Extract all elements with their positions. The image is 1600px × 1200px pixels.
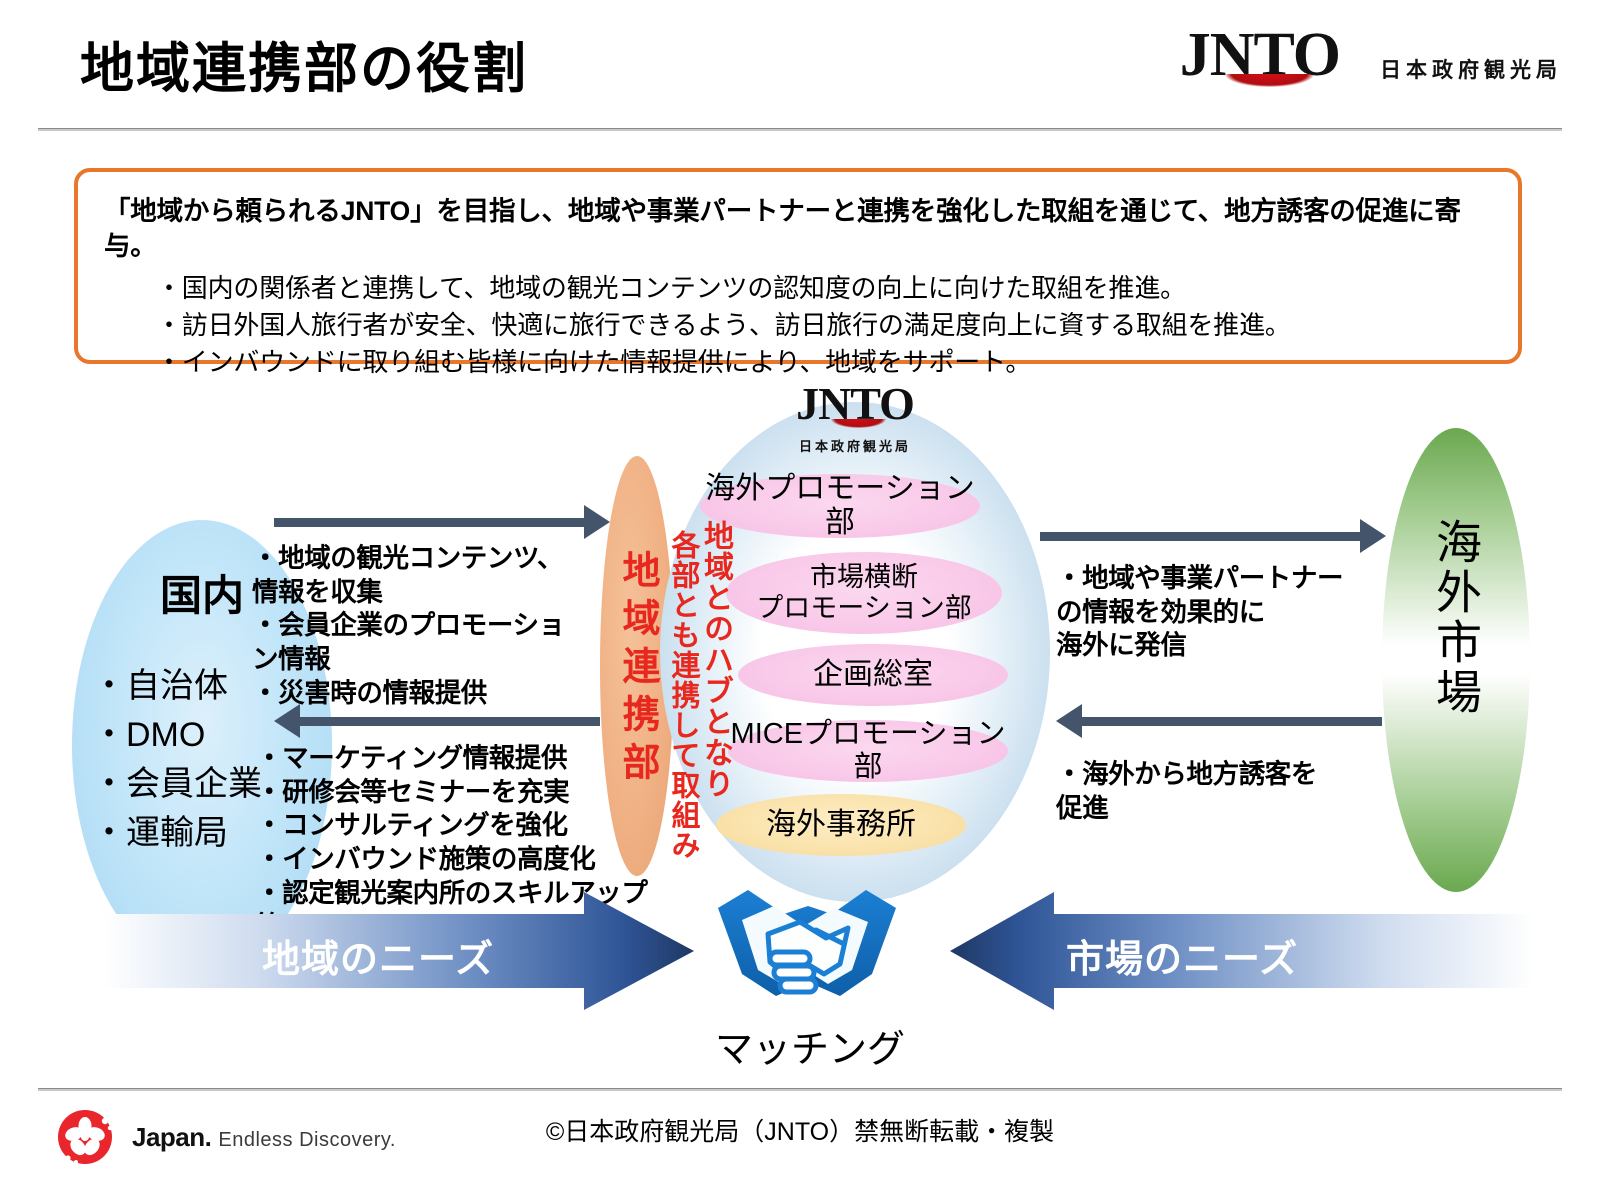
list-item: ・会員企業 — [92, 764, 262, 803]
page-title: 地域連携部の役割 — [80, 39, 528, 99]
list-item: ・DMO — [92, 715, 206, 754]
japan-endless-discovery-text: Japan. Endless Discovery. — [132, 1122, 396, 1153]
department-oval: 海外事務所 — [716, 794, 966, 856]
department-oval: 企画総室 — [738, 644, 1008, 706]
jnto-logo-mark: JNTO — [1180, 24, 1341, 87]
department-oval: MICEプロモーション部 — [728, 718, 1008, 783]
globe-jnto-red-swoosh-icon — [831, 418, 886, 428]
callout-bullet: ・インバウンドに取り組む皆様に向けた情報提供により、地域をサポート。 — [156, 346, 1032, 377]
flow-text-left-top: ・地域の観光コンテンツ、 情報を収集 ・会員企業のプロモーション情報 ・災害時の… — [252, 543, 565, 708]
callout-bullet: ・国内の関係者と連携して、地域の観光コンテンツの認知度の向上に向けた取組を推進。 — [156, 272, 1186, 303]
globe-jnto-logo-mark: JNTO — [796, 381, 915, 428]
footer-divider — [38, 1088, 1562, 1091]
arrow-jnto-to-domestic-line — [300, 717, 600, 726]
globe-jnto-logo: JNTO 日本政府観光局 — [735, 381, 975, 455]
arrow-overseas-to-jnto-line — [1082, 717, 1382, 726]
flow-text-right-top: ・地域や事業パートナー の情報を効果的に 海外に発信 — [1056, 563, 1344, 661]
diagram-area: 国内 ・自治体 ・DMO ・会員企業 ・運輸局 ・地域の観光コンテンツ、 情報を… — [0, 380, 1600, 1080]
brand-name: Japan. — [132, 1121, 212, 1152]
overseas-market-ellipse — [1382, 428, 1530, 892]
regional-needs-label: 地域のニーズ — [262, 939, 495, 981]
matching-label: マッチング — [714, 1029, 905, 1071]
domestic-ellipse — [72, 520, 332, 970]
market-needs-label: 市場のニーズ — [1066, 939, 1299, 981]
jnto-logo-japanese: 日本政府観光局 — [1380, 59, 1562, 82]
arrow-overseas-to-jnto-head-icon — [1056, 704, 1082, 738]
arrow-jnto-to-overseas-line — [1040, 532, 1360, 541]
callout-lead-text: 「地域から頼られるJNTO」を目指し、地域や事業パートナーと連携を強化した取組を… — [104, 196, 1461, 261]
list-item: ・運輸局 — [92, 813, 228, 852]
overseas-market-label: 海外市場 — [1430, 518, 1482, 718]
department-oval: 市場横断 プロモーション部 — [726, 552, 1002, 634]
list-item: ・自治体 — [92, 667, 228, 705]
flow-text-right-bottom: ・海外から地方誘客を 促進 — [1056, 759, 1317, 823]
handshake-icon — [712, 878, 902, 1018]
copyright-notice: ©日本政府観光局（JNTO）禁無断転載・複製 — [545, 1118, 1055, 1146]
callout-bullet: ・訪日外国人旅行者が安全、快適に旅行できるよう、訪日旅行の満足度向上に資する取組… — [156, 309, 1291, 340]
jnto-logo: JNTO 日本政府観光局 — [1180, 24, 1562, 87]
domestic-title: 国内 — [159, 572, 244, 619]
department-oval: 海外プロモーション部 — [700, 472, 980, 539]
header-divider — [38, 128, 1562, 131]
regional-cooperation-dept-label-wrap: 地域連携部 — [600, 500, 674, 840]
arrow-jnto-to-domestic-head-icon — [274, 704, 300, 738]
brand-tagline: Endless Discovery. — [218, 1128, 396, 1151]
japan-endless-discovery-logo: Japan. Endless Discovery. — [56, 1106, 396, 1168]
regional-cooperation-dept-label: 地域連携部 — [616, 550, 658, 790]
globe-vertical-note-cooperation: 各部とも連携して取組み — [667, 530, 699, 860]
globe-jnto-logo-japanese: 日本政府観光局 — [798, 438, 911, 454]
callout-bullet-list: ・国内の関係者と連携して、地域の観光コンテンツの認知度の向上に向けた取組を推進。… — [104, 270, 1492, 381]
arrow-domestic-to-jnto-line — [274, 518, 584, 527]
domestic-item-list: ・自治体 ・DMO ・会員企業 ・運輸局 — [92, 662, 342, 858]
globe-vertical-note-hub: 地域とのハブとなり — [699, 520, 732, 799]
arrow-jnto-to-overseas-head-icon — [1360, 519, 1386, 553]
cherry-blossom-icon — [56, 1106, 118, 1168]
jnto-red-swoosh-icon — [1224, 73, 1315, 87]
arrow-domestic-to-jnto-head-icon — [584, 505, 610, 539]
summary-callout-box: 「地域から頼られるJNTO」を目指し、地域や事業パートナーと連携を強化した取組を… — [74, 168, 1522, 377]
overseas-market-label-wrap: 海外市場 — [1382, 518, 1530, 818]
